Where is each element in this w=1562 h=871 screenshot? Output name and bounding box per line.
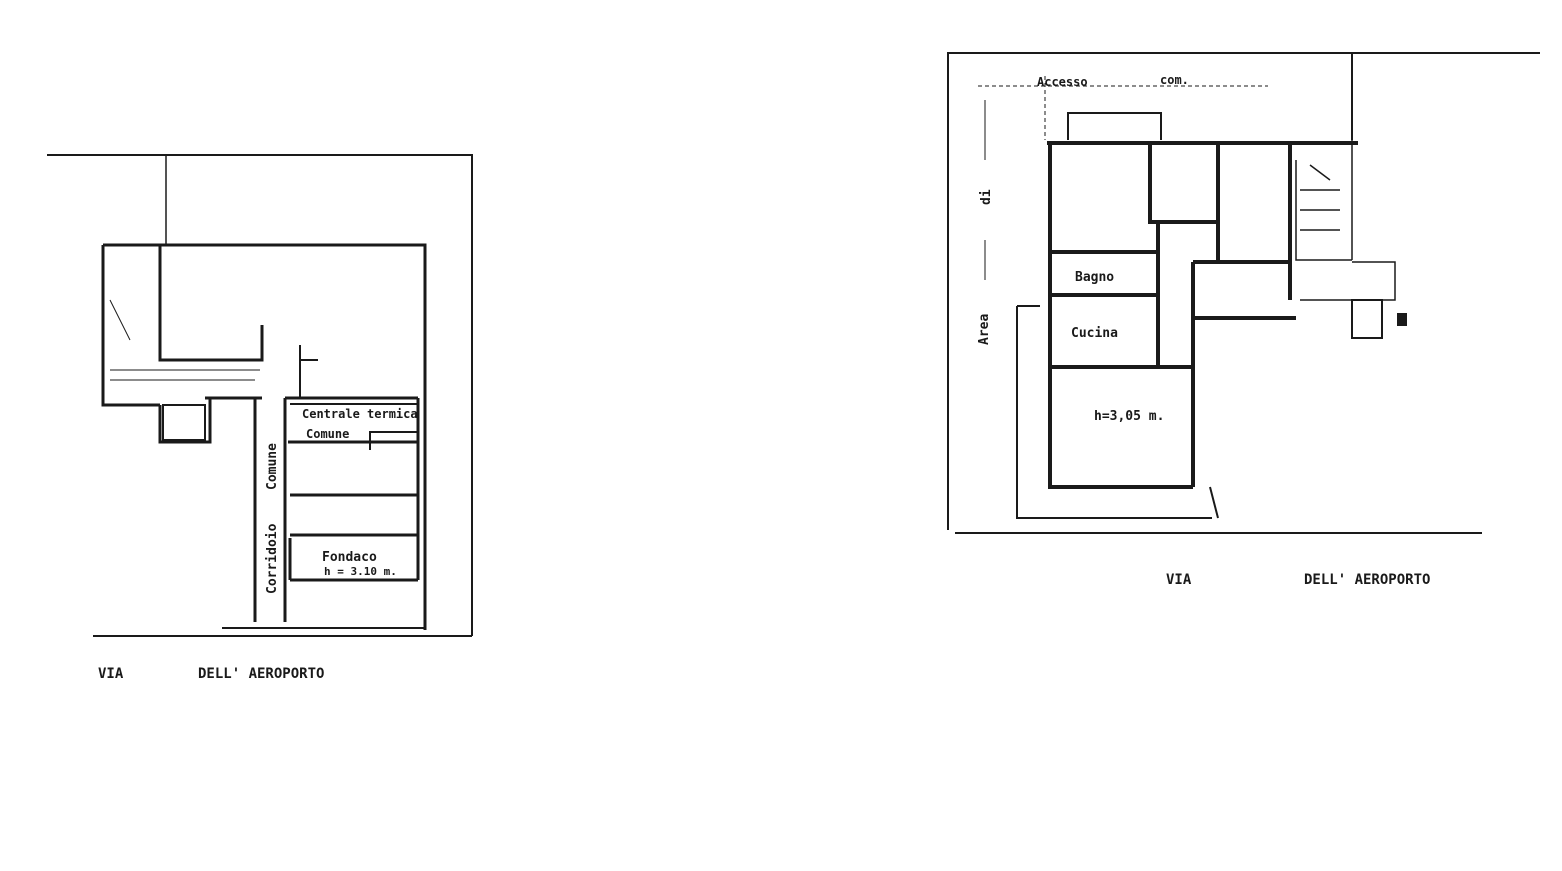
label-corridoio-comune: Comune <box>265 443 280 490</box>
label-di: di <box>979 189 994 205</box>
label-corridoio: Corridoio <box>265 523 280 594</box>
room-height-label: h=3,05 m. <box>1094 409 1164 424</box>
stair-marker <box>1397 313 1407 326</box>
room-height-fondaco: h = 3.10 m. <box>324 565 397 578</box>
room-label-cucina: Cucina <box>1071 326 1118 341</box>
room-label-bagno: Bagno <box>1075 270 1114 285</box>
street-label-via-right: VIA <box>1166 572 1192 588</box>
left-floor-plan: Centrale termica Comune Fondaco h = 3.10… <box>47 154 473 682</box>
street-label-via: VIA <box>98 666 124 682</box>
label-accesso: Accesso <box>1037 75 1088 89</box>
label-accesso-com: com. <box>1160 73 1189 87</box>
label-area: Area <box>977 314 992 345</box>
room-label-fondaco: Fondaco <box>322 550 377 565</box>
elevator-shaft-right <box>1351 299 1383 339</box>
right-floor-plan: Accesso com. di Area Bagno Cucina h=3,05… <box>947 52 1540 588</box>
room-label-centrale-termica: Centrale termica <box>302 407 418 421</box>
elevator-shaft <box>162 404 206 441</box>
street-label-name-right: DELL' AEROPORTO <box>1304 572 1430 588</box>
street-label-name: DELL' AEROPORTO <box>198 666 324 682</box>
lot-boundary <box>47 154 473 637</box>
room-label-centrale-comune: Comune <box>306 427 349 441</box>
